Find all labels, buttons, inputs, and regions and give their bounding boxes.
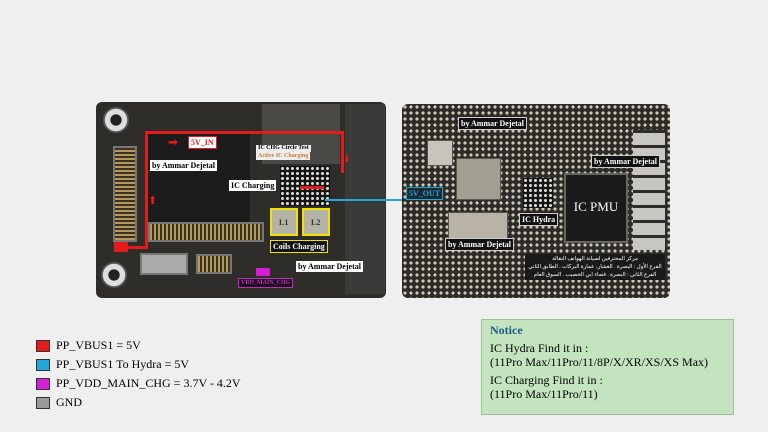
screw-hole [101, 262, 127, 288]
charging-heading: IC Charging Find it in : [490, 373, 603, 387]
chip [448, 212, 508, 242]
ic-chg-test-label: IC CHG Circle Test [256, 145, 311, 152]
ic-charging-label: IC Charging [229, 180, 277, 191]
arabic-line: الفرع الأول : البصرة . العشار، عمارة الب… [528, 264, 662, 270]
chip [427, 140, 453, 166]
vdd-main-chg-pad [256, 268, 270, 276]
notice-title: Notice [490, 323, 523, 337]
coil-l2-label: L2 [311, 218, 321, 227]
connector [148, 222, 264, 242]
legend-swatch-red [36, 339, 50, 352]
hydra-models: (11Pro Max/11Pro/11/8P/X/XR/XS/XS Max) [490, 355, 709, 369]
legend-label: GND [56, 395, 82, 409]
ic-pmu-label: IC PMU [573, 199, 619, 214]
vdd-main-chg-label: VDD_MAIN_CHG [238, 278, 294, 288]
chip [456, 158, 501, 200]
legend-label: PP_VDD_MAIN_CHG = 3.7V - 4.2V [56, 376, 241, 390]
legend-item: PP_VBUS1 = 5V [36, 338, 141, 353]
coil-l1-label: L1 [279, 218, 289, 227]
5v-in-label: 5V_IN [188, 136, 217, 149]
arabic-shop-info: مركز المحترفين لصيانة الهواتف النقالة ال… [525, 254, 665, 280]
vbus-trace [145, 131, 148, 249]
ic-pmu-chip [564, 173, 628, 243]
legend-label: PP_VBUS1 = 5V [56, 338, 141, 352]
legend-item: PP_VDD_MAIN_CHG = 3.7V - 4.2V [36, 376, 241, 391]
vbus-trace [341, 131, 344, 173]
coil-l1 [270, 208, 298, 236]
legend-swatch-magenta [36, 377, 50, 390]
active-ic-label: Active IC Charging [256, 152, 311, 160]
vbus-trace [300, 186, 324, 189]
vbus-trace [145, 131, 343, 134]
connector [196, 254, 232, 274]
ic-hydra-chip [523, 178, 553, 208]
passives-column [633, 130, 665, 250]
notice-box: Notice IC Hydra Find it in : (11Pro Max/… [481, 319, 734, 415]
legend-swatch-cyan [36, 358, 50, 371]
connector [113, 146, 137, 242]
arrow-up-icon: ⬆ [148, 195, 158, 207]
watermark-label: by Ammar Dejetal [458, 117, 527, 130]
ic-hydra-label: IC Hydra [519, 213, 559, 226]
charging-models: (11Pro Max/11Pro/11) [490, 387, 598, 401]
arabic-line: الفرع الثاني : البصرة . قضاء ابي الخصيب … [533, 272, 657, 278]
arrow-right-icon: ➡ [168, 135, 179, 149]
screw-hole [103, 107, 129, 133]
hydra-heading: IC Hydra Find it in : [490, 341, 589, 355]
watermark-label: by Ammar Dejetal [296, 261, 363, 272]
watermark-label: by Ammar Dejetal [150, 160, 217, 171]
watermark-label: by Ammar Dejetal [445, 238, 514, 251]
legend-swatch-gray [36, 396, 50, 409]
vbus-trace [118, 246, 148, 249]
legend-item: GND [36, 395, 82, 410]
watermark-label: by Ammar Dejetal [591, 155, 660, 168]
coil-l2 [302, 208, 330, 236]
connector [140, 253, 188, 275]
legend-label: PP_VBUS1 To Hydra = 5V [56, 357, 190, 371]
coils-charging-label: Coils Charging [270, 240, 328, 253]
vbus-pad [114, 242, 128, 252]
legend-item: PP_VBUS1 To Hydra = 5V [36, 357, 189, 372]
arrow-down-icon: ⬇ [343, 154, 351, 164]
arabic-line: مركز المحترفين لصيانة الهواتف النقالة [552, 256, 638, 262]
5v-out-label: 5V_OUT [406, 187, 444, 200]
